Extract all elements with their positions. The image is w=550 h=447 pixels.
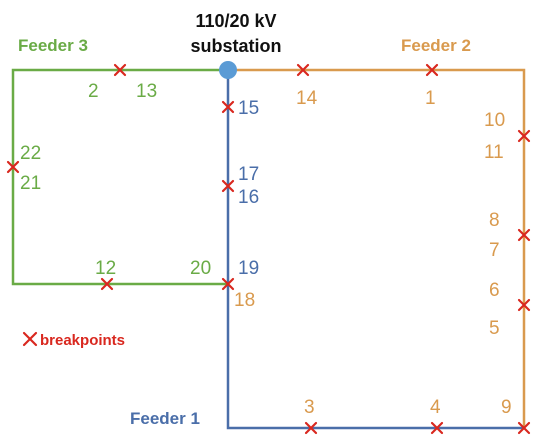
node-label: 18: [234, 290, 255, 311]
node-label: 10: [484, 110, 505, 131]
breakpoint-marker: [6, 160, 20, 174]
node-label: 19: [238, 258, 259, 279]
node-label: 8: [489, 210, 500, 231]
node-label: 2: [88, 81, 99, 102]
substation-node: [219, 61, 237, 79]
node-label: 13: [136, 81, 157, 102]
breakpoint-marker: [430, 421, 444, 435]
node-label: 15: [238, 98, 259, 119]
substation-label-line1: 110/20 kV: [195, 11, 276, 31]
node-label: 3: [304, 397, 315, 418]
legend-label: breakpoints: [40, 332, 125, 349]
node-label: 17: [238, 164, 259, 185]
legend-breakpoint-icon: [22, 331, 38, 347]
node-label: 4: [430, 397, 441, 418]
node-label: 12: [95, 258, 116, 279]
breakpoint-marker: [113, 63, 127, 77]
node-label: 5: [489, 318, 500, 339]
feeder-2-line: [228, 68, 526, 428]
feeder-1-label: Feeder 1: [130, 409, 200, 428]
feeder-1-line: [226, 70, 524, 430]
breakpoint-marker: [304, 421, 318, 435]
feeder-2-label: Feeder 2: [401, 36, 471, 55]
node-label: 7: [489, 240, 500, 261]
breakpoint-marker: [425, 63, 439, 77]
breakpoint-marker: [517, 421, 531, 435]
breakpoint-marker: [221, 100, 235, 114]
breakpoint-marker: [221, 179, 235, 193]
node-label: 20: [190, 258, 211, 279]
feeder-3-line: [11, 68, 228, 286]
node-label: 16: [238, 187, 259, 208]
feeder-3-label: Feeder 3: [18, 36, 88, 55]
breakpoint-marker: [517, 228, 531, 242]
node-label: 1: [425, 88, 436, 109]
breakpoint-marker: [296, 63, 310, 77]
node-label: 14: [296, 88, 318, 109]
node-label: 21: [20, 173, 41, 194]
node-label: 6: [489, 280, 500, 301]
node-label: 11: [484, 142, 504, 163]
node-label: 22: [20, 143, 41, 164]
breakpoint-marker: [517, 298, 531, 312]
substation-label-line2: substation: [190, 36, 281, 56]
breakpoint-marker: [221, 277, 235, 291]
breakpoint-marker: [100, 277, 114, 291]
node-label: 9: [501, 397, 512, 418]
breakpoint-marker: [517, 129, 531, 143]
